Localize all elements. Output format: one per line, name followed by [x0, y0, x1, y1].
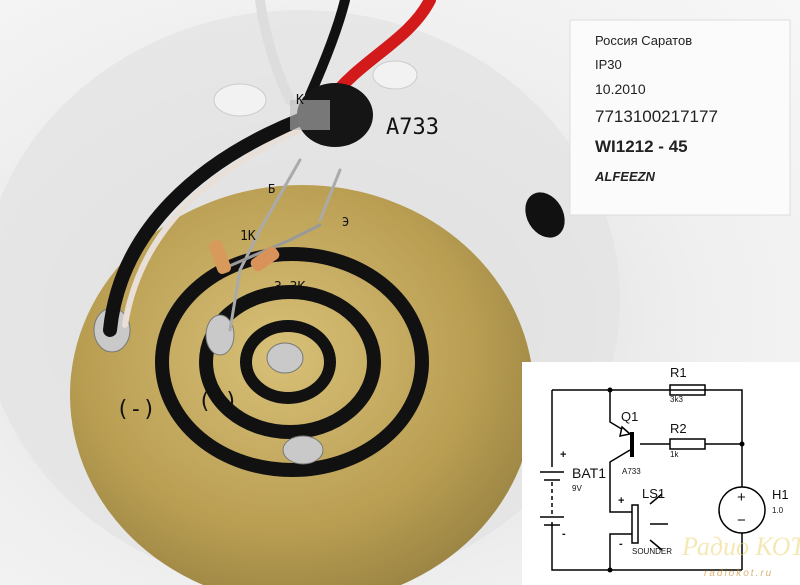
- transistor-body: [290, 83, 373, 147]
- schematic-wires: [540, 384, 766, 573]
- label-minus-terminal: (-): [116, 397, 156, 422]
- led: [372, 60, 418, 90]
- ls1-name: LS1: [642, 486, 666, 501]
- ls1-plus: +: [618, 495, 625, 507]
- q1-value: A733: [622, 467, 641, 476]
- r1-value: 3k3: [670, 395, 683, 404]
- product-label: Россия Саратов IP30 10.2010 771310021717…: [585, 30, 785, 210]
- label-transistor: A733: [386, 115, 439, 140]
- label-date: 10.2010: [595, 81, 646, 97]
- h1-minus: −: [737, 512, 746, 529]
- circuit-schematic: R1 3k3 R2 1k Q1 A733 BAT1 9V + - LS1 SOU…: [522, 362, 800, 585]
- h1-symbol: [718, 486, 766, 534]
- r2-name: R2: [670, 421, 687, 436]
- r1-symbol: [669, 384, 706, 396]
- label-base: Б: [268, 182, 276, 196]
- bat1-value: 9V: [572, 484, 582, 493]
- ls1-minus: -: [619, 538, 623, 550]
- piezo-disc: [70, 185, 534, 585]
- led: [213, 83, 267, 117]
- piezo-rings: [155, 247, 429, 477]
- ls1-symbol: [631, 504, 639, 544]
- label-collector: К: [296, 93, 304, 108]
- ls1-value: SOUNDER: [632, 547, 673, 556]
- h1-plus: +: [737, 489, 746, 506]
- bat1-name: BAT1: [572, 465, 606, 481]
- h1-value: 1.0: [772, 506, 784, 515]
- bat1-minus: -: [562, 528, 566, 540]
- sticker-background: [569, 19, 791, 216]
- label-ip: IP30: [595, 57, 622, 72]
- watermark-logo: Радио КОТ: [682, 532, 800, 561]
- h1-name: H1: [772, 487, 789, 502]
- bat1-plus: +: [560, 449, 567, 461]
- label-model: WI1212 - 45: [595, 137, 688, 156]
- label-brand: ALFEEZN: [595, 169, 655, 184]
- r2-symbol: [669, 438, 706, 450]
- q1-name: Q1: [621, 409, 639, 424]
- label-emitter: Э: [342, 215, 350, 229]
- watermark-url: radiokot.ru: [704, 568, 774, 579]
- r2-value: 1k: [670, 450, 679, 459]
- solder-joints: [93, 307, 324, 465]
- resistors: [209, 240, 280, 274]
- label-code: 7713100217177: [595, 107, 718, 126]
- label-r-1k: 1K: [240, 229, 256, 244]
- label-plus-terminal: (+): [198, 389, 238, 414]
- r1-name: R1: [670, 365, 687, 380]
- label-r-3k3: 3.3K: [274, 280, 306, 295]
- label-origin: Россия Саратов: [595, 33, 693, 48]
